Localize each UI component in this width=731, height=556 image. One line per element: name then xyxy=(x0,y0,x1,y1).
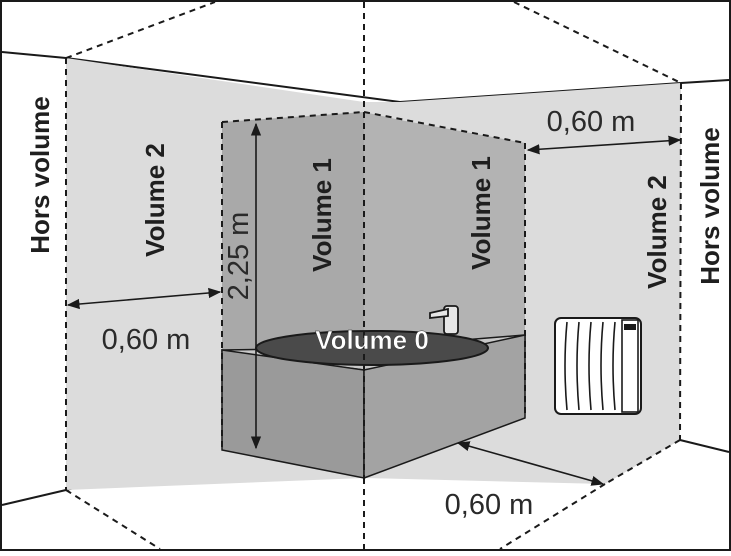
hors-volume-left-label: Hors volume xyxy=(25,96,55,254)
volume1-left-label: Volume 1 xyxy=(307,158,337,272)
faucet-icon xyxy=(429,305,459,335)
clearance-left-label: 0,60 m xyxy=(102,324,191,356)
height-dimension-label: 2,25 m xyxy=(223,212,255,301)
volume2-right-label: Volume 2 xyxy=(642,175,672,289)
volume2-left-label: Volume 2 xyxy=(140,143,170,257)
clearance-front-label: 0,60 m xyxy=(445,489,534,521)
volume0-label: Volume 0 xyxy=(315,325,429,355)
clearance-right-label: 0,60 m xyxy=(547,106,636,138)
dimension-arrows xyxy=(66,122,682,486)
hors-volume-right-label: Hors volume xyxy=(695,127,725,285)
volume1-right-label: Volume 1 xyxy=(466,156,496,270)
radiator-icon xyxy=(554,317,642,415)
volume1-right-panel xyxy=(364,112,525,348)
